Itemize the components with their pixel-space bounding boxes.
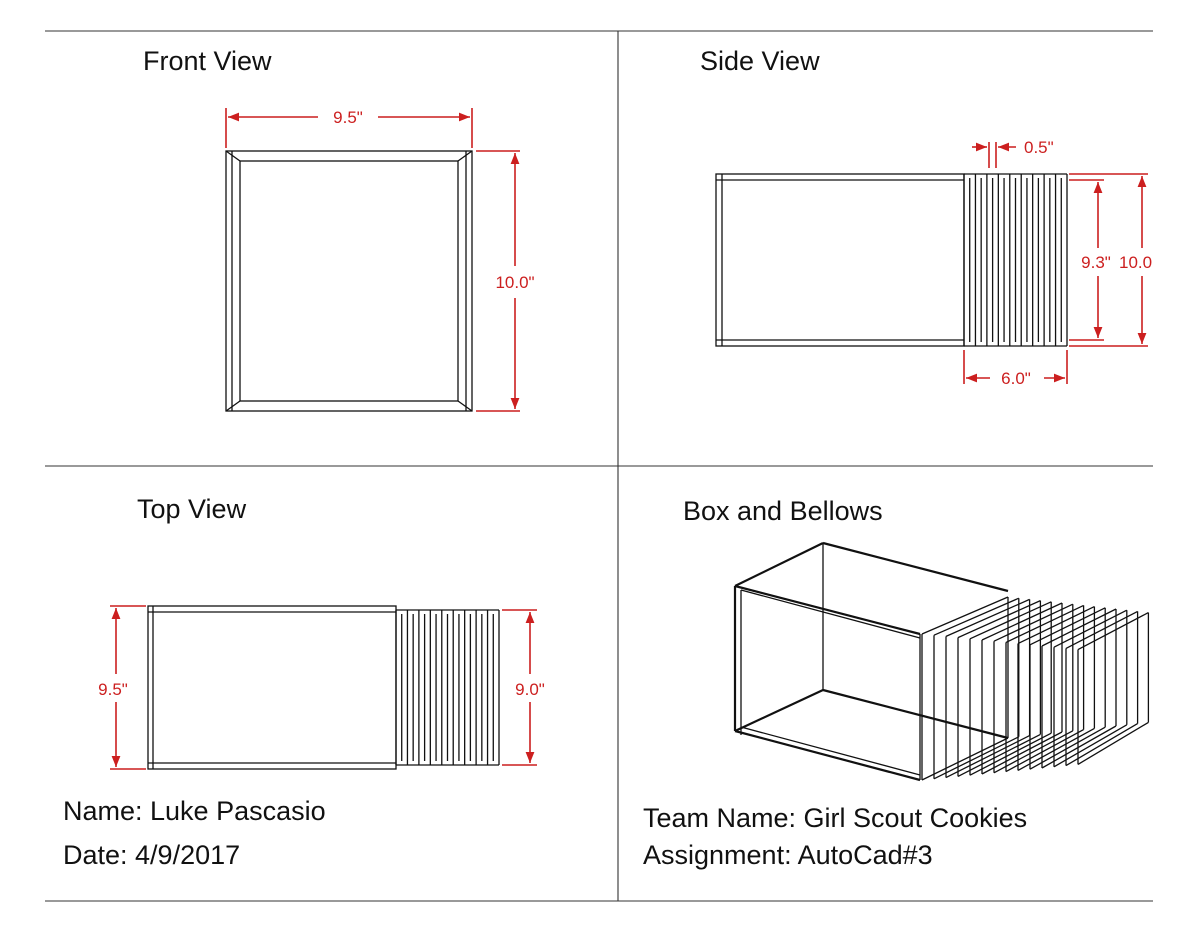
side-view-title: Side View (700, 46, 820, 76)
top-box-width-dimension: 9.5" (98, 605, 146, 770)
top-box-width-label: 9.5" (98, 680, 128, 699)
side-outer-height-label: 10.0 (1119, 253, 1152, 272)
side-box-outer (715, 173, 965, 347)
front-width-dimension: 9.5" (225, 108, 473, 148)
iso-view-title: Box and Bellows (683, 496, 883, 526)
iso-bellows-pleat (957, 733, 1041, 777)
front-box-corner (457, 150, 473, 162)
side-view-bellows (963, 173, 1068, 347)
iso-bellows-pleat (921, 596, 1009, 635)
iso-box-edge (734, 729, 921, 782)
front-view-box (225, 150, 473, 412)
front-view-title: Front View (143, 46, 272, 76)
side-bellows-length-dimension: 6.0" (963, 350, 1068, 388)
team-name: Team Name: Girl Scout Cookies (643, 803, 1027, 833)
side-outer-height-dimension: 10.0 (1069, 173, 1152, 347)
top-bellows-width-dimension: 9.0" (502, 609, 545, 766)
iso-bellows-pleat (969, 732, 1052, 776)
top-bellows-width-label: 9.0" (515, 680, 545, 699)
iso-bellows-pleat (993, 730, 1074, 774)
iso-bellows-pleat (981, 731, 1063, 775)
iso-bellows-pleat (981, 602, 1063, 641)
top-view-box (147, 605, 397, 770)
iso-bellows-pleat (993, 603, 1074, 642)
iso-bellows-pleat (969, 601, 1052, 640)
iso-box-edge (740, 726, 921, 776)
drawing-date: Date: 4/9/2017 (63, 840, 240, 870)
assignment-name: Assignment: AutoCad#3 (643, 840, 933, 870)
front-box-corner (225, 150, 241, 162)
iso-bellows-pleat (1005, 604, 1084, 643)
front-height-dimension: 10.0" (476, 150, 535, 412)
side-inner-height-dimension: 9.3" (1069, 179, 1111, 341)
iso-bellows-pleat (1017, 727, 1095, 771)
iso-bellows-pleat (945, 735, 1030, 779)
top-view: Top View 9.5" 9.0" (98, 494, 545, 770)
iso-box-edge (734, 584, 921, 636)
side-bellows-length-label: 6.0" (1001, 369, 1031, 388)
iso-bellows-pleat (1041, 608, 1117, 647)
title-block: Name: Luke Pascasio Date: 4/9/2017 Team … (63, 796, 1027, 870)
front-box-corner (225, 400, 241, 412)
iso-box-edge (822, 541, 1009, 593)
iso-bellows-pleat (921, 737, 1009, 781)
side-view: Side View 0.5" 9.3" (700, 46, 1152, 388)
iso-box (733, 541, 1009, 782)
iso-view: Box and Bellows (683, 496, 1150, 782)
iso-bellows-pleat (957, 600, 1041, 639)
iso-bellows-pleat (933, 597, 1020, 636)
iso-bellows-pleat (1017, 606, 1095, 645)
iso-box-edge (740, 589, 921, 639)
top-view-title: Top View (137, 494, 247, 524)
side-pitch-label: 0.5" (1024, 138, 1054, 157)
iso-bellows-pleat (1065, 723, 1138, 767)
top-view-bellows (395, 609, 500, 766)
iso-bellows-pleat (1029, 607, 1106, 646)
top-box-outer (147, 605, 397, 770)
side-pitch-dimension: 0.5" (972, 138, 1054, 168)
iso-bellows-pleat (933, 736, 1020, 780)
iso-box-edge (734, 689, 824, 732)
iso-bellows-pleat (1077, 721, 1149, 765)
student-name: Name: Luke Pascasio (63, 796, 326, 826)
side-view-box (715, 173, 965, 347)
iso-bellows-pleat (1053, 609, 1128, 648)
sheet-frame (45, 30, 1153, 902)
side-inner-height-label: 9.3" (1081, 253, 1111, 272)
iso-bellows-pleat (1005, 729, 1084, 773)
front-view: Front View 9.5" 10.0" (143, 46, 535, 412)
iso-bellows-pleat (1065, 610, 1138, 649)
iso-bellows-pleat (945, 598, 1030, 637)
front-box-corner (457, 400, 473, 412)
front-box-outer (225, 150, 473, 412)
iso-bellows-pleat (1077, 612, 1149, 651)
front-box-inner (239, 160, 459, 402)
front-width-label: 9.5" (333, 108, 363, 127)
iso-bellows (921, 596, 1150, 781)
front-height-label: 10.0" (495, 273, 534, 292)
iso-box-edge (822, 688, 1009, 740)
iso-box-edge (734, 542, 824, 587)
